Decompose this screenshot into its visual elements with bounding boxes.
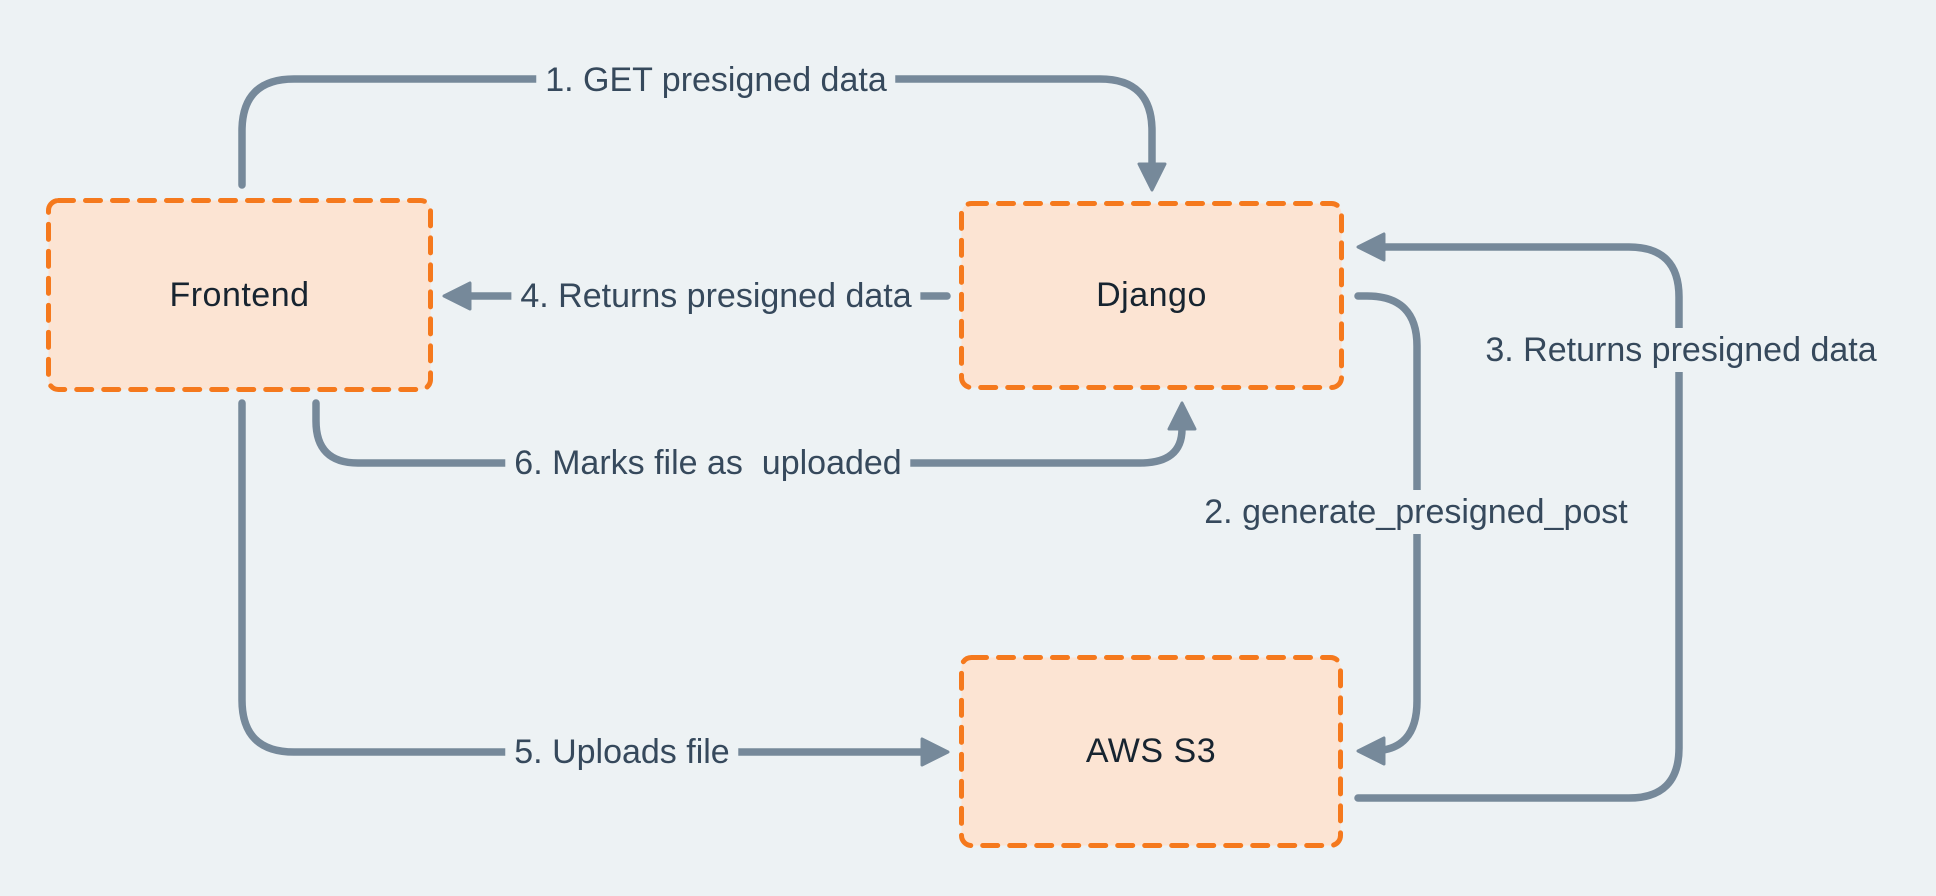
- node-django-label: Django: [1096, 276, 1207, 314]
- node-frontend: Frontend: [46, 198, 433, 392]
- node-aws-s3-border: [959, 655, 1343, 848]
- node-django-border: [959, 201, 1344, 390]
- arrow-5-arrowhead-right-icon: [920, 737, 950, 767]
- arrow-4-label: 4. Returns presigned data: [511, 274, 921, 318]
- arrow-3-line: [1354, 243, 1683, 802]
- arrow-6-label: 6. Marks file as uploaded: [505, 441, 911, 485]
- arrow-2-label: 2. generate_presigned_post: [1195, 490, 1637, 534]
- arrow-4-arrowhead-left-icon: [442, 281, 472, 311]
- node-django: Django: [959, 201, 1344, 390]
- node-frontend-label: Frontend: [169, 275, 310, 314]
- arrow-5-line: [238, 399, 926, 756]
- arrow-3-label: 3. Returns presigned data: [1476, 328, 1886, 372]
- arrow-6-arrowhead-up-icon: [1167, 401, 1197, 431]
- node-aws-s3-label: AWS S3: [1085, 732, 1217, 770]
- arrow-3-arrowhead-left-icon: [1356, 232, 1386, 262]
- arrow-2-line: [1354, 292, 1421, 755]
- arrow-1-arrowhead-down-icon: [1137, 162, 1167, 192]
- node-frontend-border: [46, 198, 433, 392]
- arrow-5-label: 5. Uploads file: [505, 730, 739, 774]
- arrow-6-line: [312, 399, 1186, 467]
- arrow-2-arrowhead-left-icon: [1356, 736, 1386, 766]
- node-aws-s3: AWS S3: [959, 655, 1343, 848]
- arrow-1-label: 1. GET presigned data: [536, 58, 896, 102]
